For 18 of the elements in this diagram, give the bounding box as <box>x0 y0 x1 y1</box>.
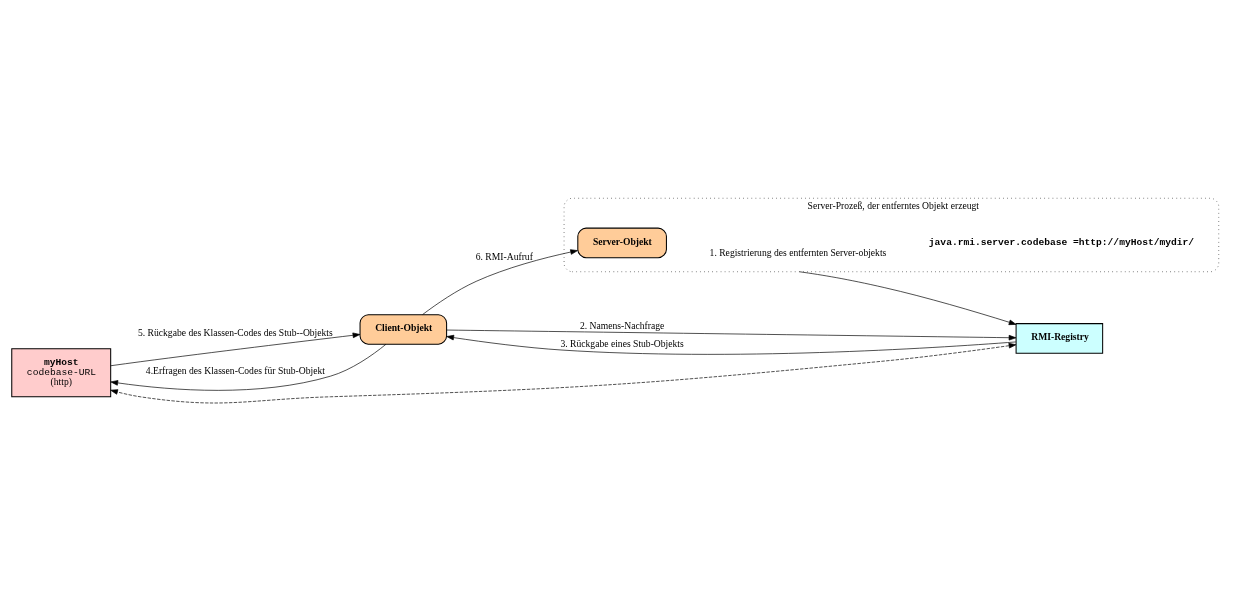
node-box: myHost codebase-URL (http) <box>11 348 112 398</box>
edge-label: 1. Registrierung des entfernten Server-objekts <box>709 247 887 259</box>
arrow <box>799 271 1017 325</box>
node-box: Server-Objekt <box>577 227 667 259</box>
arrow <box>110 343 387 391</box>
edge-label: 2. Namens-Nachfrage <box>579 319 665 331</box>
node-box: Client-Objekt <box>359 314 448 345</box>
arrow <box>446 329 1017 341</box>
edge-label: 6. RMI-Aufruf <box>475 250 533 262</box>
node-box: RMI-Registry <box>1015 323 1104 354</box>
edge-label: 3. Rückgabe eines Stub-Objekts <box>560 338 684 350</box>
arrow <box>110 332 361 367</box>
arrow <box>446 334 1017 355</box>
arrow <box>110 342 1017 404</box>
edge-label: 4.Erfragen des Klassen-Codes für Stub-Objekt <box>145 364 325 376</box>
label: java.rmi.server.codebase =http://myHost/mydir/ <box>928 236 1195 248</box>
edge-label: 5. Rückgabe des Klassen-Codes des Stub--Objekts <box>137 326 333 338</box>
arrow <box>422 249 578 315</box>
